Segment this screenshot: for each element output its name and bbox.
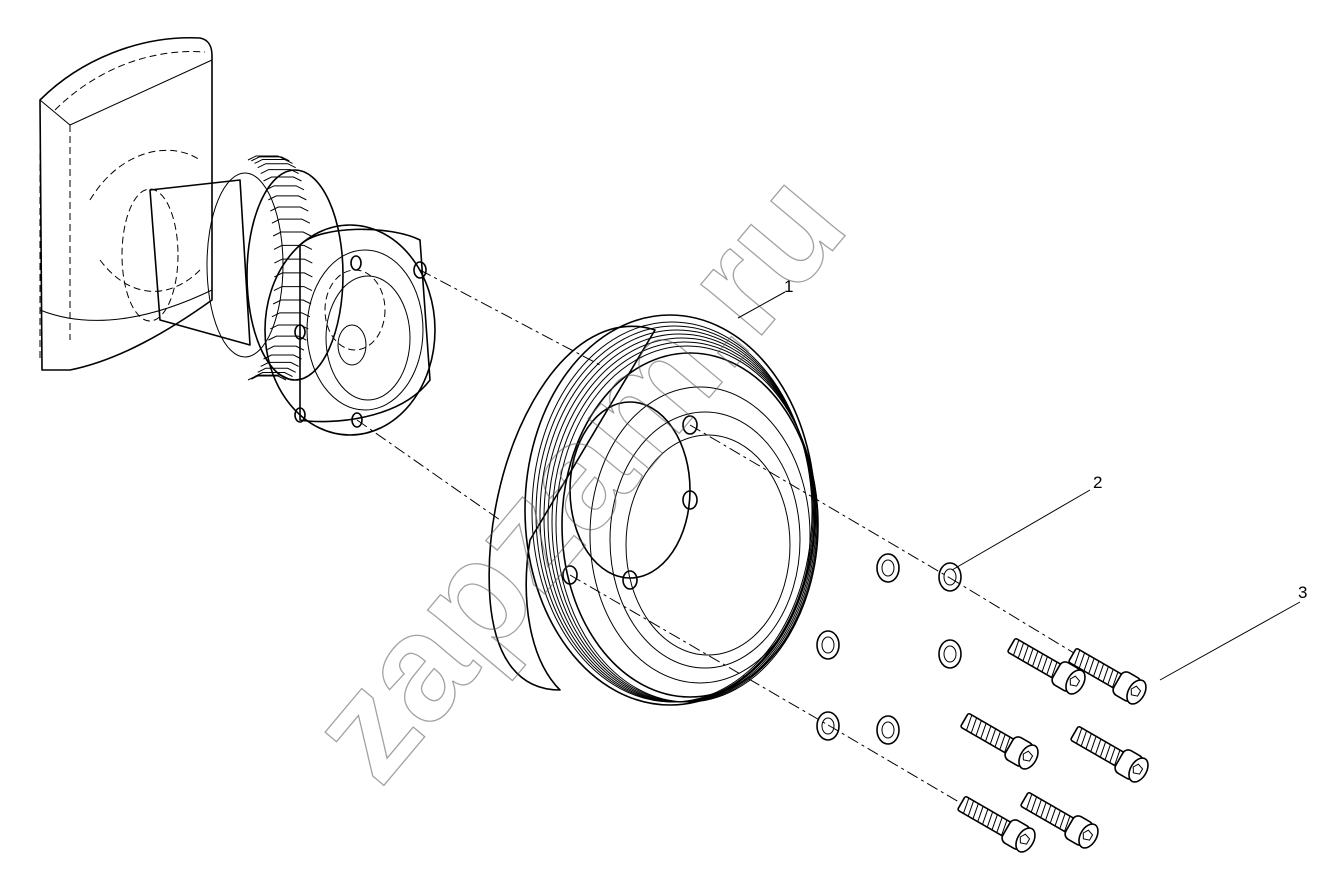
lock-washer bbox=[938, 562, 962, 592]
socket-head-bolt bbox=[1068, 648, 1147, 705]
callout-label-1: 1 bbox=[784, 277, 793, 296]
engine-housing bbox=[39, 36, 213, 371]
callout-label-2: 2 bbox=[1093, 473, 1102, 492]
callout-1: 1 bbox=[737, 277, 793, 319]
lock-washers bbox=[816, 553, 962, 745]
lock-washer bbox=[876, 715, 900, 745]
socket-head-bolt bbox=[957, 796, 1036, 853]
crank-hub-flange bbox=[264, 224, 436, 436]
crankshaft-gear bbox=[121, 155, 344, 381]
lock-washer bbox=[816, 711, 840, 741]
socket-head-bolt bbox=[1070, 726, 1149, 783]
lock-washer bbox=[876, 553, 900, 583]
watermark: zapzam.ru bbox=[276, 141, 876, 811]
socket-head-bolt bbox=[960, 713, 1039, 770]
socket-head-bolts bbox=[957, 638, 1149, 853]
socket-head-bolt bbox=[1020, 792, 1099, 849]
assembly-center-lines bbox=[356, 269, 1136, 836]
callout-2: 2 bbox=[951, 473, 1102, 571]
callout-label-3: 3 bbox=[1298, 583, 1307, 602]
lock-washer bbox=[816, 630, 840, 660]
socket-head-bolt bbox=[1007, 638, 1086, 695]
callout-3: 3 bbox=[1159, 583, 1307, 681]
lock-washer bbox=[938, 639, 962, 669]
crankshaft-pulley bbox=[488, 314, 819, 706]
